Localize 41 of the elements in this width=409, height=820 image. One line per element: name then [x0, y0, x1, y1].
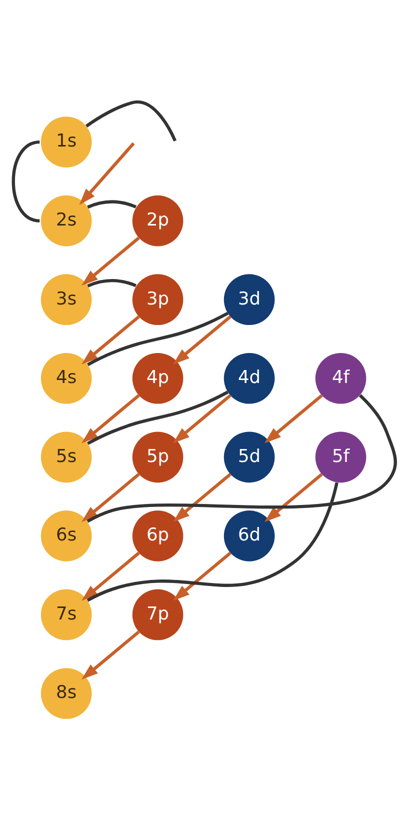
node-circle: 3p: [132, 274, 184, 325]
connector: [86, 482, 338, 602]
node-circle: 2s: [40, 195, 92, 246]
node-circle: 5p: [132, 432, 184, 483]
node-circle: 5d: [224, 432, 275, 483]
node-circle: 4f: [315, 352, 366, 404]
node-circle: 3s: [40, 274, 92, 325]
connector: [87, 390, 229, 445]
node-circle: 1s: [40, 116, 92, 168]
node-circle: 3d: [224, 274, 275, 325]
arrow: [173, 394, 232, 444]
node-circle: 6s: [40, 510, 92, 562]
connector: [86, 394, 397, 523]
arrow: [264, 394, 323, 444]
node-circle: 7p: [132, 589, 184, 640]
node-circle: 6p: [132, 510, 184, 562]
connector: [87, 278, 136, 288]
arrow: [82, 315, 140, 364]
arrow: [173, 473, 232, 522]
node-circle: 5f: [315, 432, 366, 483]
node-circle: 4p: [132, 352, 184, 404]
arrow: [82, 473, 140, 522]
node-circle: 4d: [224, 352, 275, 404]
arrow: [264, 473, 323, 522]
arrow: [79, 142, 135, 205]
arrow: [173, 552, 232, 601]
node-circle: 5s: [40, 432, 92, 483]
node-circle: 7s: [40, 589, 92, 640]
arrow: [82, 394, 140, 444]
connector: [87, 200, 136, 209]
arrow: [173, 315, 232, 364]
node-circle: 6d: [224, 510, 275, 562]
arrow: [82, 236, 140, 286]
arrow: [82, 552, 140, 601]
node-circle: 8s: [40, 668, 92, 719]
connector: [86, 100, 177, 142]
arrow: [82, 630, 140, 680]
node-circle: 4s: [40, 352, 92, 404]
connector: [12, 140, 40, 222]
connector: [87, 312, 229, 366]
node-circle: 2p: [132, 195, 184, 246]
